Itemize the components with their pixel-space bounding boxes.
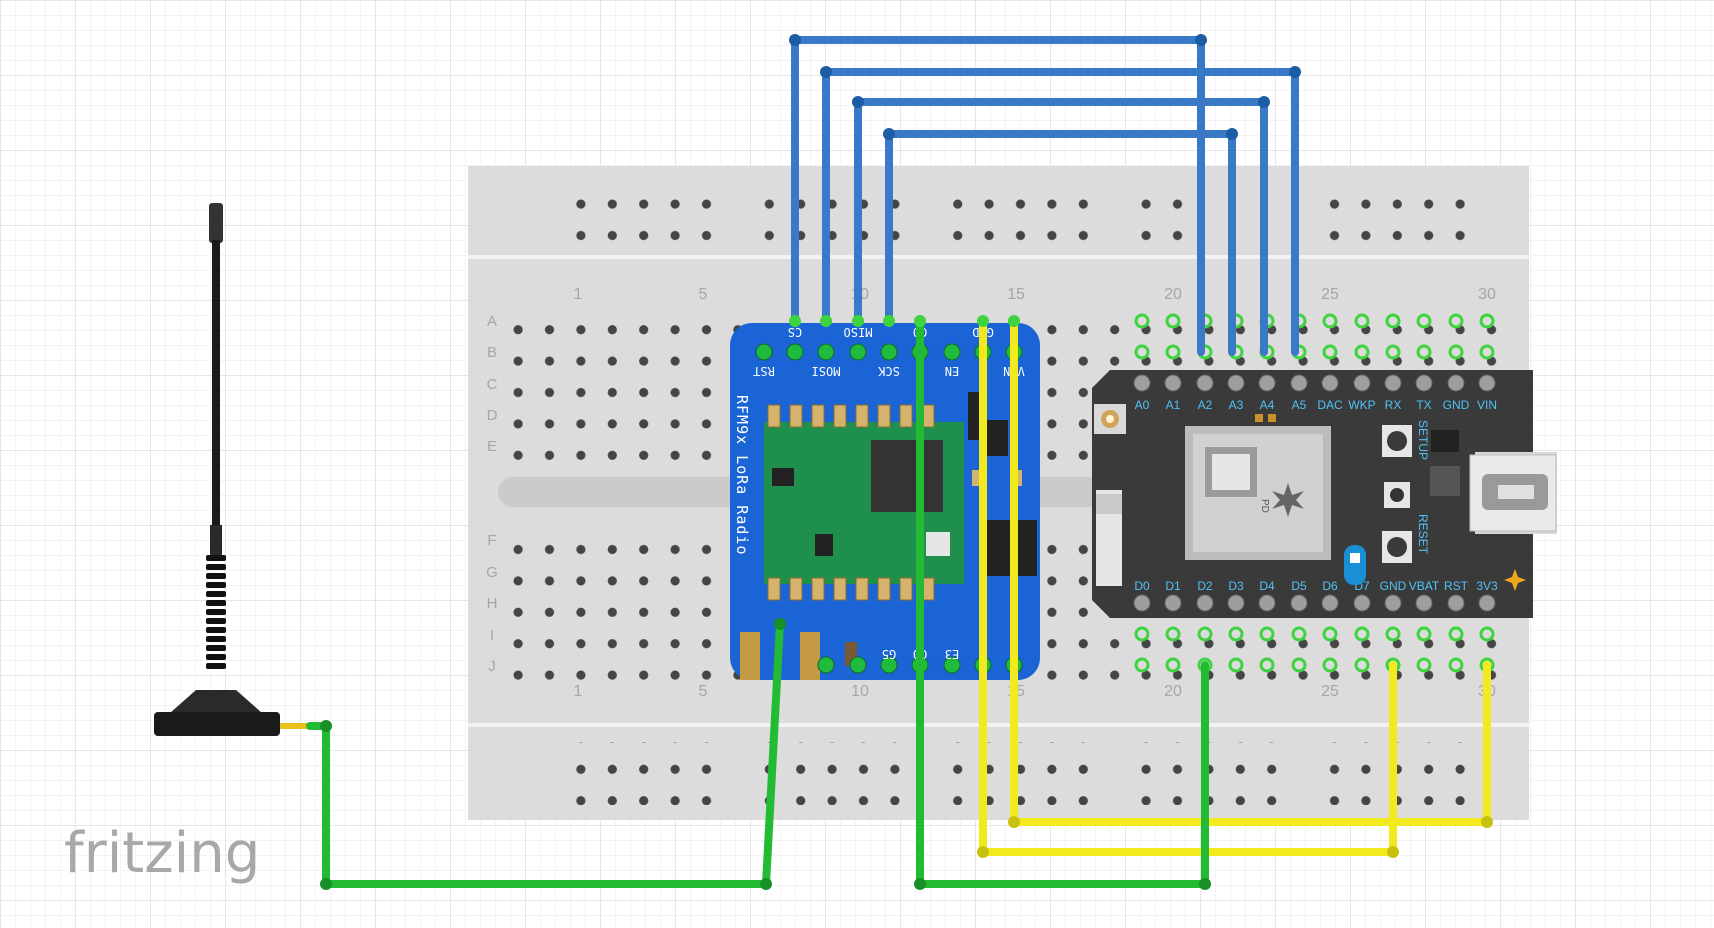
photon-pin-label: GND — [1380, 579, 1407, 593]
row-label: F — [487, 532, 496, 549]
d7-led — [1344, 545, 1366, 585]
wires-yellow[interactable] — [979, 317, 1491, 856]
rfm-pin-label: E3 — [945, 647, 959, 661]
rfm-pin-label: SCK — [877, 364, 899, 378]
antenna — [154, 203, 310, 736]
rfm-pin-label: MOSI — [812, 364, 841, 378]
col-label: 25 — [1321, 683, 1339, 700]
col-label: 20 — [1164, 286, 1182, 303]
photon-pin-label: WKP — [1348, 398, 1375, 412]
photon-pin-label: D4 — [1259, 579, 1275, 593]
photon-pin-label: A5 — [1292, 398, 1307, 412]
setup-label: SETUP — [1416, 420, 1430, 460]
rfm-board-title: RFM9x LoRa Radio — [733, 395, 751, 556]
photon-pin-label: VBAT — [1409, 579, 1440, 593]
photon-pin-label: GND — [1443, 398, 1470, 412]
photon-pin-label: A3 — [1229, 398, 1244, 412]
rfm-pin-label: CS — [788, 325, 802, 339]
col-label: 25 — [1321, 286, 1339, 303]
photon-pin-label: VIN — [1477, 398, 1497, 412]
row-label: E — [487, 438, 497, 455]
photon-pin-label: D1 — [1165, 579, 1181, 593]
wires-blue[interactable] — [791, 36, 1299, 356]
photon-pin-label: RX — [1385, 398, 1402, 412]
row-label: A — [487, 313, 497, 330]
row-label: D — [487, 407, 498, 424]
photon-pin-label: D0 — [1134, 579, 1150, 593]
row-label: J — [488, 658, 496, 675]
col-label: 15 — [1007, 286, 1025, 303]
rfm-pin-label: G5 — [882, 647, 896, 661]
module-text: PD — [1259, 499, 1270, 513]
photon-pin-label: A4 — [1260, 398, 1275, 412]
reset-label: RESET — [1416, 514, 1430, 555]
col-label: 1 — [574, 683, 583, 700]
particle-photon-board[interactable]: A0 A1 A2 A3 A4 A5 DAC WKP RX TX GND VIN … — [1092, 370, 1557, 618]
col-label: 1 — [574, 286, 583, 303]
photon-pin-label: 3V3 — [1476, 579, 1498, 593]
photon-pin-label: A0 — [1135, 398, 1150, 412]
photon-pin-label: A1 — [1166, 398, 1181, 412]
sparkle-icon — [1504, 569, 1526, 591]
row-label: H — [487, 595, 498, 612]
photon-pin-label: D5 — [1291, 579, 1307, 593]
power-rail-top — [562, 181, 1471, 244]
row-label: C — [487, 376, 498, 393]
photon-pin-label: D6 — [1322, 579, 1338, 593]
photon-pin-label: D2 — [1197, 579, 1213, 593]
col-label: 30 — [1478, 286, 1496, 303]
particle-logo-icon — [1272, 483, 1304, 517]
row-label: B — [487, 344, 497, 361]
rfm-castellations — [767, 404, 935, 601]
photon-pin-label: RST — [1444, 579, 1469, 593]
col-label: 5 — [699, 683, 708, 700]
row-label: G — [486, 564, 498, 581]
wire-joints-yellow — [977, 816, 1493, 858]
row-label: I — [490, 627, 494, 644]
p0-module: PD — [1185, 426, 1331, 560]
col-label: 10 — [851, 683, 869, 700]
wire-joints-green — [320, 618, 1211, 890]
col-label: 5 — [699, 286, 708, 303]
fritzing-logo: fritzing — [64, 821, 260, 886]
photon-pin-label: DAC — [1317, 398, 1343, 412]
wire-endpoints — [789, 315, 1020, 327]
photon-pin-label: D3 — [1228, 579, 1244, 593]
rfm-pin-label: MISO — [844, 325, 873, 339]
rfm9x-lora-module[interactable]: RST MOSI SCK EN VIN CS MISO G0 GND G5 G0… — [730, 323, 1040, 680]
photon-pin-label: A2 — [1198, 398, 1213, 412]
rfm-pin-label: EN — [945, 364, 959, 378]
photon-pins — [1133, 374, 1496, 612]
col-label: 20 — [1164, 683, 1182, 700]
rfm-pin-label: RST — [753, 364, 775, 378]
wire-joints-blue — [789, 34, 1301, 140]
photon-pin-label: TX — [1416, 398, 1431, 412]
